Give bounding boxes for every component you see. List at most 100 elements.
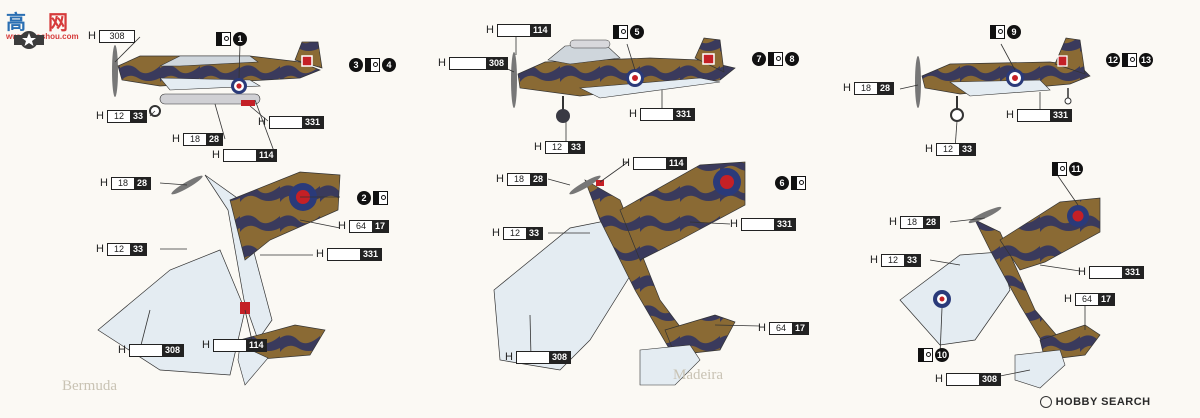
decal-code: 33 [567, 141, 584, 153]
marker-number: 2 [357, 191, 371, 205]
marker-7-8: 7 8 [752, 52, 799, 66]
decal-code: 308 [978, 373, 1000, 385]
h-prefix: H [843, 82, 851, 94]
marker-number: 10 [935, 348, 949, 362]
brand-watermark: HOBBY SEARCH [1040, 396, 1151, 409]
decal-code: 18 [854, 82, 877, 94]
decal-code: 64 [349, 220, 372, 232]
h-prefix: H [316, 248, 324, 260]
h-prefix: H [202, 339, 210, 351]
marker-1: 1 [216, 32, 247, 46]
marker-number: 11 [1069, 162, 1083, 176]
marker-number: 5 [630, 25, 644, 39]
decal-icon [791, 176, 806, 190]
h-prefix: H [438, 57, 446, 69]
decal-code: 33 [525, 227, 542, 239]
h-prefix: H [258, 116, 266, 128]
h-prefix: H [505, 351, 513, 363]
hobby-search-icon [1040, 396, 1052, 409]
callout-plane1-tail-red: H 114 [202, 338, 268, 352]
decal-code: 12 [107, 243, 130, 255]
h-prefix: H [534, 141, 542, 153]
h-prefix: H [1064, 293, 1072, 305]
marker-number: 3 [349, 58, 363, 72]
decal-icon [768, 52, 783, 66]
decal-code: 33 [903, 254, 920, 266]
plane1-side-view [112, 41, 323, 117]
marker-9: 9 [990, 25, 1021, 39]
callout-plane2-top-red: H 114 [622, 156, 688, 170]
decal-code: 18 [507, 173, 530, 185]
decal-code: 28 [133, 177, 150, 189]
h-prefix: H [96, 243, 104, 255]
decal-code: 28 [922, 216, 939, 228]
callout-plane2-fuselage: H 331 [629, 107, 695, 121]
decal-code: 64 [769, 322, 792, 334]
decal-code: 64 [1075, 293, 1098, 305]
decal-code: 12 [503, 227, 526, 239]
place-label-bermuda: Bermuda [62, 378, 117, 394]
decal-code: 114 [255, 149, 277, 161]
decal-code: 331 [1121, 266, 1143, 278]
marker-number: 7 [752, 52, 766, 66]
callout-plane3-fuselage: H 331 [1006, 108, 1072, 122]
decal-code: 331 [773, 218, 795, 230]
decal-code: 12 [936, 143, 959, 155]
callout-plane2-top: H 114 [486, 23, 552, 37]
decal-code: 308 [161, 344, 183, 356]
marker-3-4: 3 4 [349, 58, 396, 72]
callout-plane2-top-fuselage: H 331 [730, 217, 796, 231]
decal-code: 17 [371, 220, 388, 232]
place-label-madeira: Madeira [673, 367, 723, 383]
callout-plane2-wing-under: H 308 [505, 350, 571, 364]
plane1-top-view [97, 171, 341, 386]
decal-code: 28 [205, 133, 222, 145]
marker-number: 9 [1007, 25, 1021, 39]
callout-plane1-red: H 114 [212, 148, 278, 162]
h-prefix: H [758, 322, 766, 334]
decal-code: 308 [485, 57, 507, 69]
star-emblem-icon [14, 31, 44, 49]
marker-2: 2 [357, 191, 388, 205]
marker-12-13: 12 13 [1106, 53, 1153, 67]
decal-code: 114 [529, 24, 551, 36]
h-prefix: H [1078, 266, 1086, 278]
decal-icon [365, 58, 380, 72]
h-prefix: H [118, 344, 126, 356]
decal-code: 308 [548, 351, 570, 363]
marker-number: 1 [233, 32, 247, 46]
decal-code: 12 [107, 110, 130, 122]
callout-plane1-underside: H 331 [258, 115, 324, 129]
plane3-side-view [915, 37, 1091, 122]
decal-icon [1122, 53, 1137, 67]
h-prefix: H [486, 24, 494, 36]
h-prefix: H [100, 177, 108, 189]
marker-number: 12 [1106, 53, 1120, 67]
decal-icon [373, 191, 388, 205]
decal-icon [918, 348, 933, 362]
marker-number: 4 [382, 58, 396, 72]
h-prefix: H [338, 220, 346, 232]
marker-11: 11 [1052, 162, 1083, 176]
decal-code: 18 [183, 133, 206, 145]
callout-plane1-wing-under: H 308 [118, 343, 184, 357]
decal-code: 17 [1097, 293, 1114, 305]
decal-code: 114 [665, 157, 687, 169]
h-prefix: H [88, 30, 96, 42]
callout-plane2-prop: H 308 [438, 56, 508, 70]
h-prefix: H [730, 218, 738, 230]
callout-plane1-prop: H 308 [88, 29, 135, 43]
